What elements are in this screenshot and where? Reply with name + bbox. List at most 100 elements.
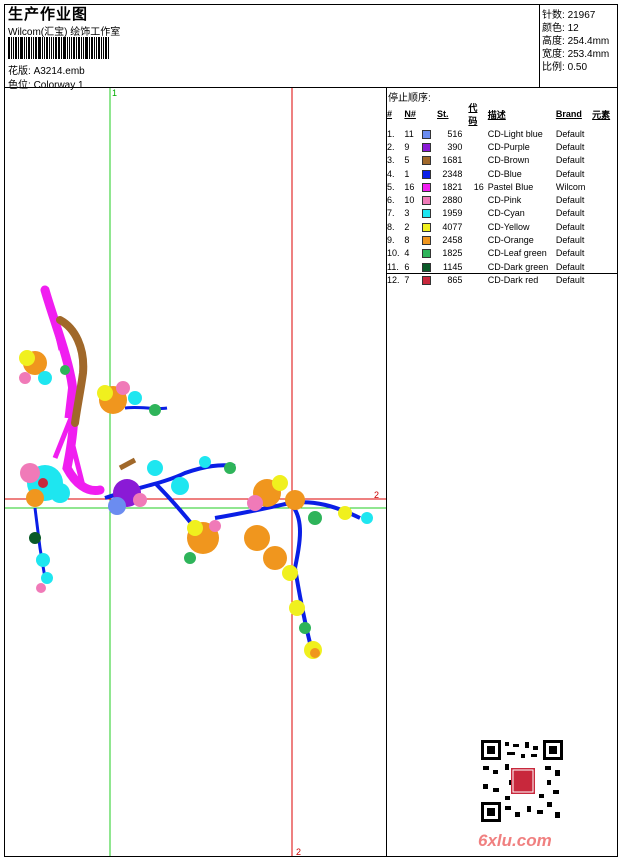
row-element	[592, 193, 620, 206]
green-axis-label: 1	[112, 88, 118, 98]
row-brand: Wilcom	[555, 181, 586, 192]
header-divider	[539, 4, 540, 88]
row-description: CD-Brown	[487, 155, 530, 166]
row-brand: Default	[555, 168, 585, 179]
row-needle: 2	[404, 221, 410, 232]
row-brand: Default	[555, 195, 585, 206]
red-axis-label-bottom: 2	[296, 847, 302, 857]
row-code	[468, 233, 487, 246]
row-needle: 1	[404, 168, 410, 179]
row-stitches: 390	[447, 141, 463, 152]
row-needle: 9	[404, 141, 410, 152]
row-brand: Default	[555, 248, 585, 259]
row-code	[468, 207, 487, 220]
row-stitches: 2880	[442, 195, 463, 206]
row-code	[468, 193, 487, 206]
row-description: CD-Orange	[487, 235, 534, 246]
col-code: 代码	[468, 103, 478, 126]
company-name: Wilcom(汇宝) 绘饰工作室	[8, 27, 121, 38]
blossom-cluster-mid	[97, 381, 161, 416]
row-brand: Default	[555, 208, 585, 219]
row-code	[468, 140, 487, 153]
col-index: #	[387, 109, 393, 119]
row-element	[592, 260, 620, 273]
color-swatch	[421, 182, 431, 192]
row-code: 16	[473, 181, 484, 192]
branch-trunk-brown	[56, 316, 88, 427]
row-description: CD-Leaf green	[487, 248, 547, 259]
colorway-value: Colorway 1	[33, 80, 84, 91]
row-element	[592, 140, 620, 153]
row-description: CD-Light blue	[487, 128, 543, 139]
qr-code-graphic	[481, 740, 563, 822]
blossom-cluster-upper-left	[19, 350, 70, 385]
row-description: CD-Cyan	[487, 208, 525, 219]
row-element	[592, 233, 620, 246]
colorway-field: 色位: Colorway 1	[8, 76, 84, 91]
row-index: 12.	[387, 274, 400, 285]
row-description: CD-Dark red	[487, 274, 539, 285]
blossom-cluster-right	[244, 475, 373, 581]
row-swatch	[421, 247, 437, 260]
stat-width: 宽度: 253.4mm	[542, 49, 610, 60]
row-index: 5.	[387, 181, 395, 192]
color-swatch	[421, 249, 431, 259]
row-index: 11.	[387, 261, 399, 272]
panel-divider	[386, 87, 387, 857]
row-needle: 5	[404, 155, 410, 166]
row-needle: 4	[404, 248, 410, 259]
row-stitches: 2458	[442, 235, 463, 246]
row-stitches: 2348	[442, 168, 463, 179]
row-description: CD-Pink	[487, 195, 522, 206]
row-stitches: 1825	[442, 248, 463, 259]
row-swatch	[421, 193, 437, 206]
barcode	[8, 37, 120, 59]
stat-scale: 比例: 0.50	[542, 62, 588, 73]
page-title: 生产作业图	[8, 6, 89, 23]
row-swatch	[421, 260, 437, 273]
row-index: 4.	[387, 168, 395, 179]
row-swatch	[421, 140, 437, 153]
seal-stamp	[511, 768, 535, 794]
row-element	[592, 273, 620, 286]
color-swatch	[421, 236, 431, 246]
row-needle: 10	[404, 195, 415, 206]
row-element	[592, 154, 620, 167]
row-description: CD-Yellow	[487, 221, 530, 232]
row-index: 6.	[387, 195, 395, 206]
color-swatch	[421, 262, 431, 272]
color-swatch	[421, 143, 431, 152]
table-row: 6. 10 2880 CD-Pink Default	[387, 193, 620, 206]
color-swatch	[421, 169, 431, 179]
row-brand: Default	[555, 155, 585, 166]
blossom-cluster-cyan-left	[20, 463, 70, 507]
row-code	[468, 273, 487, 286]
row-code	[468, 220, 487, 233]
row-index: 1.	[387, 128, 395, 139]
color-swatch	[421, 275, 431, 285]
color-swatch	[421, 156, 431, 166]
red-axis-label-right: 2	[374, 490, 380, 500]
row-brand: Default	[555, 221, 585, 232]
qr-code	[481, 740, 563, 822]
design-label: 花版:	[8, 66, 31, 77]
row-stitches: 865	[447, 274, 463, 285]
row-stitches: 1681	[442, 155, 463, 166]
row-element	[592, 167, 620, 180]
page-frame	[4, 4, 618, 857]
row-stitches: 1959	[442, 208, 463, 219]
row-swatch	[421, 220, 437, 233]
col-description: 描述	[487, 109, 506, 120]
col-brand: Brand	[555, 109, 582, 119]
table-header-row: # N# St. 代码 描述 Brand 元素	[387, 101, 620, 127]
row-element	[592, 247, 620, 260]
row-index: 7.	[387, 208, 395, 219]
